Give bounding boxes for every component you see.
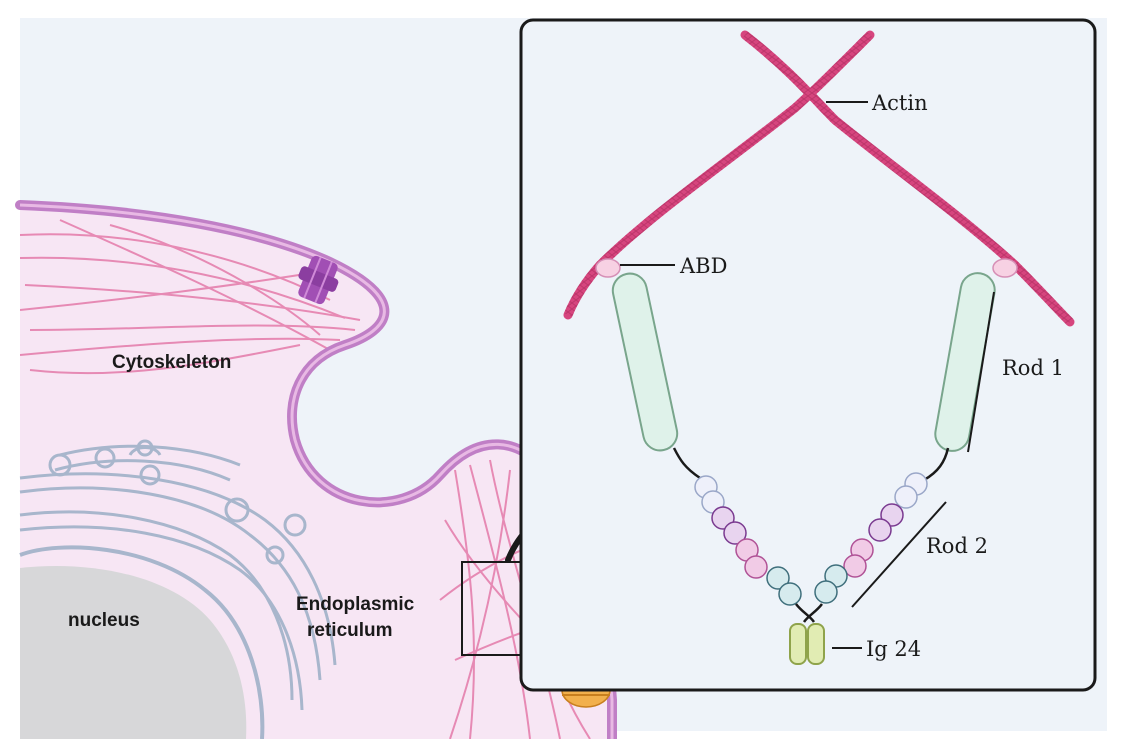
ig24-dimer <box>789 603 825 665</box>
abd-left <box>595 258 621 278</box>
actin-filaments <box>563 30 1075 327</box>
left-filamin-arm <box>595 258 802 606</box>
actin-filament-right-texture <box>563 31 874 317</box>
actin-label: Actin <box>871 91 928 115</box>
rod1-bracket <box>967 291 995 453</box>
actin-filament-left-texture <box>742 31 1074 326</box>
rod-segment-left <box>611 272 679 452</box>
abd-label: ABD <box>679 254 727 278</box>
purple-membrane-protein <box>298 255 339 305</box>
ig24-label: Ig 24 <box>866 637 921 661</box>
rod1-label: Rod 1 <box>1002 356 1064 380</box>
nucleus: nucleus <box>19 545 265 739</box>
nucleus-label: nucleus <box>68 610 140 631</box>
er-label-line1: Endoplasmic <box>296 594 415 615</box>
endoplasmic-reticulum <box>19 439 337 711</box>
inset-panel: Actin ABD Rod 1 Rod 2 Ig 24 <box>519 18 1097 692</box>
nucleus-envelope <box>19 545 265 739</box>
abd-right <box>992 258 1018 278</box>
rod2-label: Rod 2 <box>926 534 988 558</box>
right-filamin-arm <box>814 258 1018 604</box>
cytoskeleton-label: Cytoskeleton <box>112 352 231 373</box>
nucleus-body <box>20 565 247 739</box>
rod2-bracket <box>851 501 947 608</box>
er-label-line2: reticulum <box>307 620 393 641</box>
